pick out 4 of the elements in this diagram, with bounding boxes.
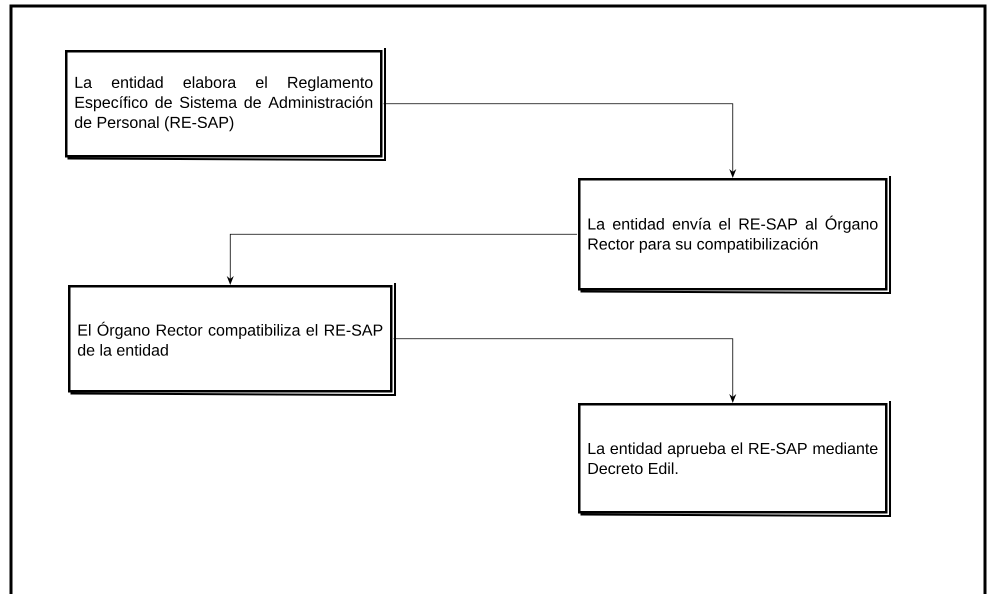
process-box: El Órgano Rector compatibiliza el RE-SAP de la entidad: [68, 283, 396, 396]
process-box: La entidad elabora el Reglamento Específico de Sistema de Administración de Personal (RE-SAP): [65, 48, 386, 161]
process-box: La entidad aprueba el RE-SAP mediante Decreto Edil.: [578, 401, 892, 517]
process-box: La entidad envía el RE-SAP al Órgano Rector para su compatibilización: [578, 176, 892, 294]
